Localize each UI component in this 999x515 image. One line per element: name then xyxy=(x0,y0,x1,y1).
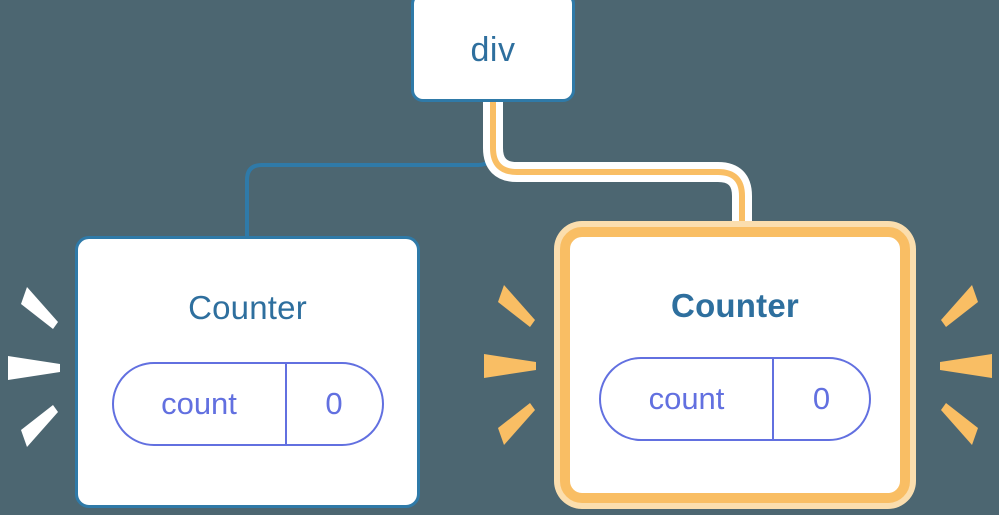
sparkle-ray-icon xyxy=(941,403,978,445)
sparkle-burst-middle-orange xyxy=(482,280,544,450)
state-pill-left: count 0 xyxy=(111,362,384,446)
node-counter-right-label: Counter xyxy=(671,287,799,324)
sparkle-burst-left-white xyxy=(8,282,70,452)
edge-div-to-counter-left xyxy=(245,98,495,242)
node-div-label: div xyxy=(470,31,516,69)
edge-div-to-counter-right xyxy=(490,97,745,243)
sparkle-ray-icon xyxy=(941,285,978,327)
sparkle-ray-icon xyxy=(8,356,60,380)
state-key-left: count xyxy=(161,385,237,421)
sparkle-ray-icon xyxy=(498,403,535,445)
sparkle-ray-icon xyxy=(21,287,58,329)
node-counter-left-label: Counter xyxy=(188,289,307,326)
state-key-right: count xyxy=(648,380,725,416)
node-div[interactable]: div xyxy=(411,0,575,102)
node-counter-right[interactable]: Counter count 0 xyxy=(560,227,910,503)
state-value-right: 0 xyxy=(772,359,869,439)
node-counter-left[interactable]: Counter count 0 xyxy=(75,236,420,508)
sparkle-ray-icon xyxy=(498,285,535,327)
state-value-left: 0 xyxy=(284,364,382,444)
sparkle-ray-icon xyxy=(21,405,58,447)
sparkle-ray-icon xyxy=(940,354,992,378)
state-pill-right: count 0 xyxy=(599,357,871,441)
sparkle-ray-icon xyxy=(484,354,536,378)
sparkle-burst-right-orange xyxy=(932,280,994,450)
